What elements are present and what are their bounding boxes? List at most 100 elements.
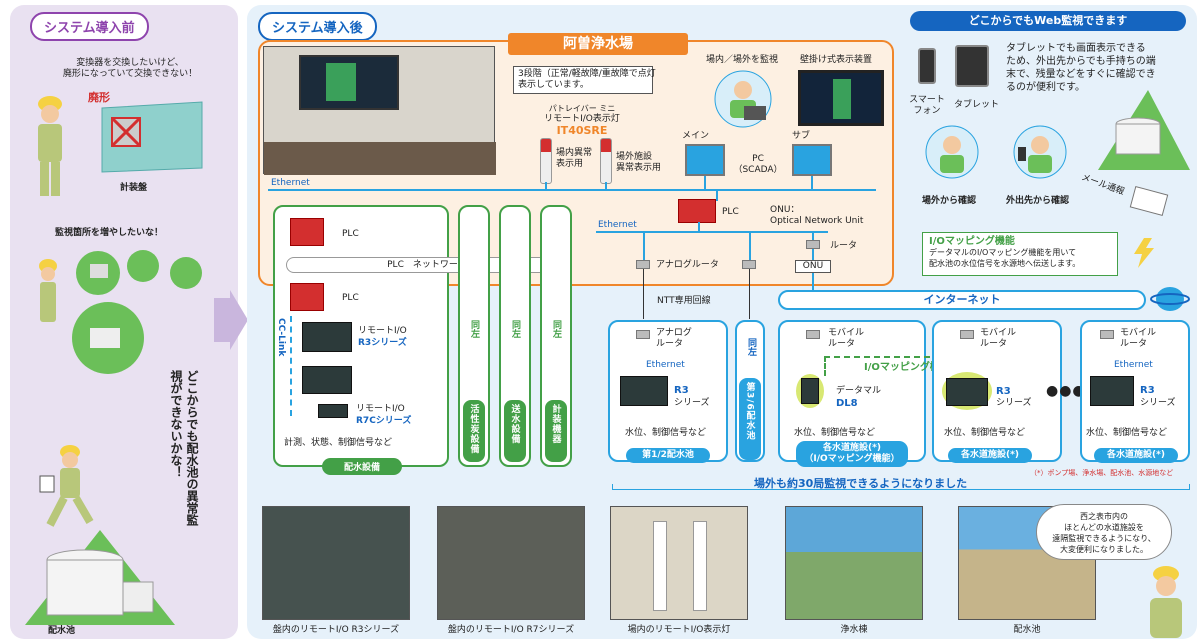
photo-caption-r7: 盤内のリモートI/O R7シリーズ xyxy=(447,625,575,635)
io-mapping-callout: I/Oマッピング機能 データマルのI/Oマッピング機能を用いて 配水池の水位信号… xyxy=(922,232,1118,276)
pc-main-label: メイン xyxy=(682,131,710,141)
monitor-label: 場内／場外を監視 xyxy=(706,55,779,65)
series-label: シリーズ xyxy=(1140,398,1176,408)
reservoir-hill-illustration xyxy=(1098,90,1190,170)
ethernet-backbone xyxy=(268,189,876,191)
quote-converter: 変換器を交換したいけど、廃形になっていて交換できない！ xyxy=(62,58,198,79)
same-left-label: 同左 xyxy=(746,338,756,356)
ethernet-label: Ethernet xyxy=(1114,360,1153,370)
plant-name: 阿曽浄水場 xyxy=(508,33,688,55)
ethernet-label-2: Ethernet xyxy=(598,220,637,230)
signals-label: 計測、状態、制御信号など xyxy=(284,438,393,448)
tablet-label: タブレット xyxy=(954,100,1000,110)
globe-icon xyxy=(1150,287,1190,311)
photo-caption-r3: 盤内のリモートI/O R3シリーズ xyxy=(272,625,400,635)
onu-box: ONU xyxy=(795,260,831,273)
tower2-label: 場外施設異常表示用 xyxy=(616,152,662,173)
plc-icon xyxy=(290,283,324,311)
distribution-equipment-label: 配水設備 xyxy=(322,458,402,475)
cclink-label: CC-Link xyxy=(276,318,286,357)
same-left-label: 同左 xyxy=(551,320,561,338)
site-check-person-illustration xyxy=(925,125,979,179)
r3-label: R3 xyxy=(996,386,1011,397)
analog-router-icon xyxy=(742,260,756,269)
tower-light-icon xyxy=(540,138,552,184)
onu-description: ONU：Optical Network Unit xyxy=(770,205,864,226)
same-left-label: 同左 xyxy=(510,320,520,338)
web-description: タブレットでも画面表示できるため、外出先からでも手持ちの端末で、残量などをすぐに… xyxy=(1006,43,1156,93)
photo-r3-panel xyxy=(262,506,410,620)
remote-io-label: リモートI/O xyxy=(358,326,407,336)
before-title: システム導入前 xyxy=(30,12,149,41)
tower-light-callout: 3段階（正常/軽故障/重故障で点灯表示しています。 xyxy=(513,66,656,94)
instrumentation-label: 計装機器 xyxy=(545,400,567,462)
photo-caption-tank: 配水池 xyxy=(1013,625,1041,635)
plc-label: PLC xyxy=(722,207,739,217)
site-1-label: 第1/2配水池 xyxy=(626,448,710,463)
wall-display xyxy=(798,70,884,126)
discontinued-label: 廃形 xyxy=(88,91,110,104)
tower-model: IT40SRE xyxy=(556,124,608,137)
web-monitoring-title: どこからでもWeb監視できます xyxy=(910,11,1186,31)
analog-router-label: アナログルータ xyxy=(656,260,719,270)
router-icon xyxy=(806,240,820,249)
tablet-icon xyxy=(955,45,989,87)
datamaru-dl8-icon xyxy=(801,378,819,404)
outside-check-person-illustration xyxy=(1013,125,1067,179)
r7c-series-label: R7Cシリーズ xyxy=(356,416,412,426)
activated-carbon-label: 活性炭設備 xyxy=(463,400,485,462)
water-supply-label: 送水設備 xyxy=(504,400,526,462)
site-4-label: 各水道施設(*) xyxy=(948,448,1032,463)
photo-caption-building: 浄水棟 xyxy=(840,625,868,635)
instrument-panel-label: 計装盤 xyxy=(120,183,148,193)
same-left-label: 同左 xyxy=(469,320,479,338)
smartphone-icon xyxy=(918,48,936,84)
r3-label: R3 xyxy=(674,385,689,396)
r3-device-icon xyxy=(1090,376,1134,406)
check-from-site-label: 場外から確認 xyxy=(922,196,977,206)
plc-label: PLC xyxy=(342,229,359,239)
footnote: （*）ポンプ場、浄水場、配水池、水源地など xyxy=(1030,469,1174,477)
control-room-photo xyxy=(263,46,496,175)
plc-label: PLC xyxy=(342,293,359,303)
photo-r7-panel xyxy=(437,506,585,620)
smartphone-label: スマートフォン xyxy=(909,95,945,116)
r3-device-icon xyxy=(620,376,668,406)
series-label: シリーズ xyxy=(996,398,1032,408)
r3-series-label: R3シリーズ xyxy=(358,338,407,348)
remote-io-icon xyxy=(302,366,352,394)
r3-device-icon xyxy=(946,378,988,406)
photo-purification-building xyxy=(785,506,923,620)
site-3-label: 各水道施設(*)（I/Oマッピング機能） xyxy=(796,441,908,467)
mobile-router-label: モバイルルータ xyxy=(828,328,865,349)
plc-icon xyxy=(290,218,324,246)
ethernet-label: Ethernet xyxy=(646,360,685,370)
analog-router-label: アナログルータ xyxy=(656,328,692,349)
instrument-panel-illustration xyxy=(101,101,203,173)
site-5-label: 各水道施設(*) xyxy=(1094,448,1178,463)
running-worker-illustration xyxy=(39,445,94,527)
analog-router-icon xyxy=(636,330,650,339)
tank-sites-illustration xyxy=(39,250,202,374)
signals-label: 水位、制御信号など xyxy=(1086,428,1168,438)
internet-bar: インターネット xyxy=(778,290,1146,310)
dl8-label: DL8 xyxy=(836,398,858,409)
ethernet-label: Ethernet xyxy=(271,178,310,188)
datamaru-label: データマル xyxy=(836,386,882,396)
wall-display-label: 壁掛け式表示装置 xyxy=(800,55,873,65)
mobile-router-icon xyxy=(960,330,974,339)
mobile-router-icon xyxy=(806,330,820,339)
quote-add-points: 監視箇所を増やしたいな！ xyxy=(55,228,164,238)
signals-label: 水位、制御信号など xyxy=(944,428,1026,438)
ntt-line-label: NTT専用回線 xyxy=(657,296,711,306)
io-mapping-label: I/Oマッピング機能 xyxy=(864,362,950,373)
router-label: ルータ xyxy=(830,241,858,251)
remote-io-r7c-icon xyxy=(318,404,348,418)
worker-illustration xyxy=(38,96,62,196)
series-label: シリーズ xyxy=(674,398,710,408)
mobile-router-label: モバイルルータ xyxy=(980,328,1017,349)
photo-caption-tower: 場内のリモートI/O表示灯 xyxy=(627,625,731,635)
distribution-tank-label: 配水池 xyxy=(48,626,76,636)
photo-tower-light xyxy=(610,506,748,620)
speech-bubble: 西之表市内のほとんどの水道施設を遠隔監視できるようになり、大変便利になりました。 xyxy=(1036,504,1172,560)
